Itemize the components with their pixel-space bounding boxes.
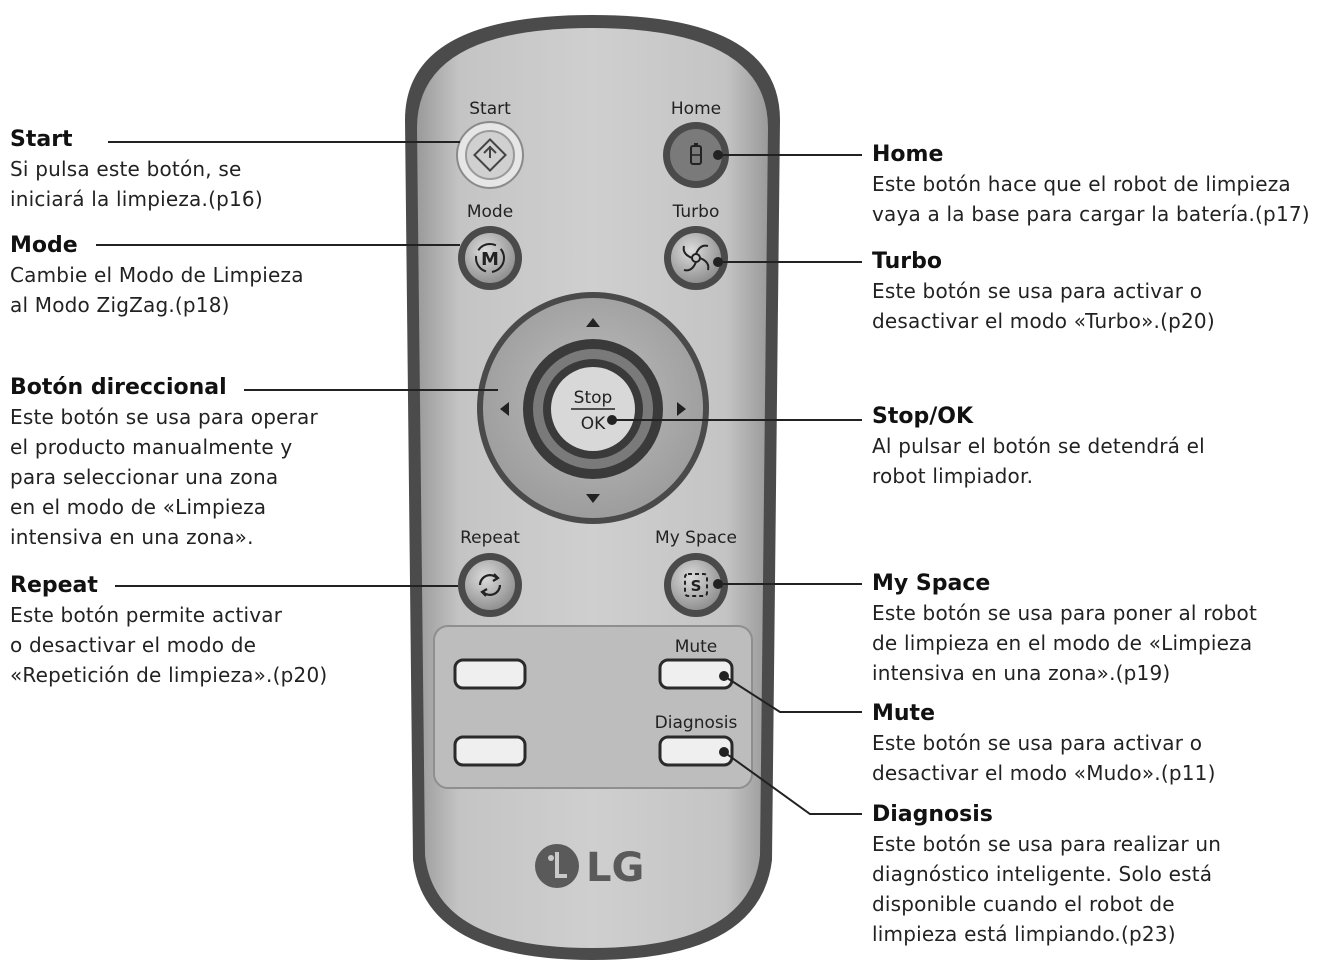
start-callout-desc-2: iniciará la limpieza.(p16): [10, 187, 263, 211]
mute-leader-dot: [719, 671, 729, 681]
repeat-callout: Repeat Este botón permite activar o desa…: [10, 572, 327, 690]
mode-callout-desc-1: Cambie el Modo de Limpieza: [10, 263, 304, 287]
mute-button[interactable]: [658, 658, 734, 690]
turbo-leader-dot: [713, 257, 723, 267]
right-arrow-icon[interactable]: [677, 402, 686, 416]
start-button[interactable]: [456, 121, 524, 189]
stop-ok-callout-desc-2: robot limpiador.: [872, 464, 1034, 488]
direction-callout-desc-4: en el modo de «Limpieza: [10, 495, 267, 519]
turbo-callout-desc-1: Este botón se usa para activar o: [872, 279, 1203, 303]
start-callout-desc-1: Si pulsa este botón, se: [10, 157, 242, 181]
mute-callout-desc-1: Este botón se usa para activar o: [872, 731, 1203, 755]
left-blank-button-2[interactable]: [453, 735, 527, 767]
home-callout-desc-1: Este botón hace que el robot de limpieza: [872, 172, 1291, 196]
direction-callout-desc-3: para seleccionar una zona: [10, 465, 279, 489]
repeat-callout-title: Repeat: [10, 573, 98, 598]
left-blank-button-1[interactable]: [453, 658, 527, 690]
start-icon: [473, 138, 507, 172]
turbo-button[interactable]: [664, 226, 728, 290]
home-button[interactable]: [663, 122, 729, 188]
repeat-icon: [478, 573, 502, 597]
diagnosis-callout-desc-2: diagnóstico inteligente. Solo está: [872, 862, 1213, 886]
direction-callout-desc-1: Este botón se usa para operar: [10, 405, 318, 429]
home-callout: Home Este botón hace que el robot de lim…: [872, 141, 1310, 229]
mode-icon: M: [475, 243, 505, 273]
stop-ok-button[interactable]: Stop OK: [523, 339, 663, 479]
turbo-callout: Turbo Este botón se usa para activar o d…: [872, 248, 1215, 336]
start-button-label: Start: [469, 99, 511, 119]
diagnosis-leader-line: [723, 751, 862, 815]
repeat-callout-desc-1: Este botón permite activar: [10, 603, 283, 627]
down-arrow-icon[interactable]: [586, 494, 600, 503]
stop-ok-callout-title: Stop/OK: [872, 404, 974, 429]
left-arrow-icon[interactable]: [500, 402, 509, 416]
mute-button-label: Mute: [675, 637, 718, 657]
turbo-callout-title: Turbo: [872, 249, 942, 274]
my-space-callout-desc-1: Este botón se usa para poner al robot: [872, 601, 1258, 625]
repeat-callout-desc-3: «Repetición de limpieza».(p20): [10, 663, 328, 687]
my-space-callout: My Space Este botón se usa para poner al…: [872, 570, 1257, 688]
mode-callout: Mode Cambie el Modo de Limpieza al Modo …: [10, 232, 304, 320]
my-space-callout-desc-2: de limpieza en el modo de «Limpieza: [872, 631, 1253, 655]
stop-ok-callout: Stop/OK Al pulsar el botón se detendrá e…: [872, 403, 1205, 491]
mute-callout-title: Mute: [872, 701, 935, 726]
diagnosis-callout: Diagnosis Este botón se usa para realiza…: [872, 801, 1221, 949]
stop-leader-dot: [607, 415, 617, 425]
direction-callout: Botón direccional Este botón se usa para…: [10, 374, 318, 552]
diagnosis-leader-dot: [719, 747, 729, 757]
my-space-leader-dot: [713, 579, 723, 589]
mode-button-label: Mode: [467, 202, 513, 222]
home-button-label: Home: [671, 99, 721, 119]
direction-callout-title: Botón direccional: [10, 375, 227, 400]
diagnosis-callout-desc-4: limpieza está limpiando.(p23): [872, 922, 1176, 946]
diagnosis-callout-title: Diagnosis: [872, 802, 993, 827]
home-callout-title: Home: [872, 142, 944, 167]
mode-button[interactable]: M: [458, 226, 522, 290]
home-callout-desc-2: vaya a la base para cargar la batería.(p…: [872, 202, 1310, 226]
my-space-icon: S: [684, 573, 708, 597]
lg-logo: LG: [535, 844, 644, 891]
mode-callout-desc-2: al Modo ZigZag.(p18): [10, 293, 230, 317]
repeat-button[interactable]: [458, 553, 522, 617]
lg-logo-text: LG: [586, 845, 644, 891]
home-leader-dot: [713, 150, 723, 160]
mute-callout: Mute Este botón se usa para activar o de…: [872, 700, 1216, 788]
battery-icon: [690, 143, 702, 165]
repeat-button-label: Repeat: [460, 528, 520, 548]
diagnosis-button[interactable]: [658, 735, 734, 767]
svg-text:M: M: [481, 249, 499, 270]
my-space-callout-title: My Space: [872, 571, 991, 596]
turbo-callout-desc-2: desactivar el modo «Turbo».(p20): [872, 309, 1215, 333]
direction-callout-desc-5: intensiva en una zona».: [10, 525, 254, 549]
mute-callout-desc-2: desactivar el modo «Mudo».(p11): [872, 761, 1216, 785]
diagnosis-callout-desc-3: disponible cuando el robot de: [872, 892, 1175, 916]
direction-callout-desc-2: el producto manualmente y: [10, 435, 293, 459]
my-space-button-label: My Space: [655, 528, 737, 548]
my-space-callout-desc-3: intensiva en una zona».(p19): [872, 661, 1171, 685]
svg-text:S: S: [691, 577, 702, 595]
my-space-button[interactable]: S: [664, 553, 728, 617]
up-arrow-icon[interactable]: [586, 318, 600, 327]
diagnosis-callout-desc-1: Este botón se usa para realizar un: [872, 832, 1222, 856]
repeat-callout-desc-2: o desactivar el modo de: [10, 633, 257, 657]
ok-label: OK: [581, 414, 606, 434]
start-callout: Start Si pulsa este botón, se iniciará l…: [10, 126, 263, 214]
turbo-button-label: Turbo: [672, 202, 720, 222]
mute-leader-line: [723, 675, 862, 713]
start-callout-title: Start: [10, 127, 73, 152]
diagnosis-button-label: Diagnosis: [655, 713, 738, 733]
turbo-fan-icon: [682, 244, 710, 272]
stop-label: Stop: [574, 388, 613, 408]
stop-ok-callout-desc-1: Al pulsar el botón se detendrá el: [872, 434, 1205, 458]
mode-callout-title: Mode: [10, 233, 78, 258]
